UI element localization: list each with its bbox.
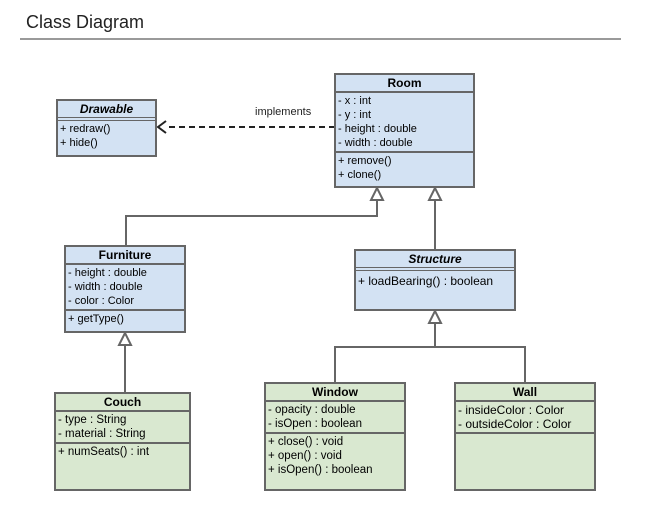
attribute: - y : int xyxy=(338,109,372,121)
attribute: - height : double xyxy=(68,267,147,279)
implements-arrowhead xyxy=(156,120,167,134)
methods-section: + redraw() + hide() xyxy=(58,121,155,151)
attributes-section: - height : double - width : double - col… xyxy=(66,265,184,309)
attributes-section: - x : int - y : int - height : double - … xyxy=(336,93,473,151)
title-divider xyxy=(20,38,621,40)
methods-section xyxy=(456,432,594,494)
class-window[interactable]: Window - opacity : double - isOpen : boo… xyxy=(264,382,406,491)
window-inherits-edge xyxy=(334,346,435,383)
attributes-section: - type : String - material : String xyxy=(56,412,189,442)
method: + redraw() xyxy=(60,123,111,135)
method: + remove() xyxy=(338,155,392,167)
class-furniture[interactable]: Furniture - height : double - width : do… xyxy=(64,245,186,333)
attribute: - width : double xyxy=(68,281,143,293)
furniture-inherits-edge xyxy=(125,200,378,246)
method: + isOpen() : boolean xyxy=(268,464,373,476)
class-name: Window xyxy=(266,384,404,402)
class-name: Room xyxy=(336,75,473,93)
class-name: Couch xyxy=(56,394,189,412)
attribute: - x : int xyxy=(338,95,372,107)
couch-inherits-arrowhead xyxy=(117,330,133,346)
class-name: Furniture xyxy=(66,247,184,265)
class-structure[interactable]: Structure + loadBearing() : boolean xyxy=(354,249,516,311)
methods-section: + numSeats() : int xyxy=(56,442,189,460)
furniture-inherits-arrowhead xyxy=(369,185,385,201)
class-room[interactable]: Room - x : int - y : int - height : doub… xyxy=(334,73,475,188)
implements-label: implements xyxy=(255,106,312,118)
attributes-section: - opacity : double - isOpen : boolean xyxy=(266,402,404,432)
attribute: - height : double xyxy=(338,123,417,135)
methods-section: + close() : void + open() : void + isOpe… xyxy=(266,432,404,478)
attributes-section: - insideColor : Color - outsideColor : C… xyxy=(456,402,594,432)
attribute: - isOpen : boolean xyxy=(268,418,362,430)
method: + loadBearing() : boolean xyxy=(358,274,494,288)
class-wall[interactable]: Wall - insideColor : Color - outsideColo… xyxy=(454,382,596,491)
method: + clone() xyxy=(338,169,382,181)
attribute: - insideColor : Color xyxy=(458,403,565,417)
structure-children-arrowhead xyxy=(427,308,443,324)
methods-section: + loadBearing() : boolean xyxy=(356,271,514,289)
wall-inherits-edge xyxy=(435,346,526,383)
methods-section: + getType() xyxy=(66,309,184,327)
class-name: Drawable xyxy=(58,101,155,121)
method: + hide() xyxy=(60,137,98,149)
method: + getType() xyxy=(68,313,124,325)
attribute: - width : double xyxy=(338,137,413,149)
class-drawable[interactable]: Drawable + redraw() + hide() xyxy=(56,99,157,157)
structure-inherits-arrowhead xyxy=(427,185,443,201)
class-couch[interactable]: Couch - type : String - material : Strin… xyxy=(54,392,191,491)
method: + close() : void xyxy=(268,436,344,448)
attribute: - opacity : double xyxy=(268,404,356,416)
method: + numSeats() : int xyxy=(58,446,150,458)
class-name: Wall xyxy=(456,384,594,402)
methods-section: + remove() + clone() xyxy=(336,151,473,183)
method: + open() : void xyxy=(268,450,342,462)
attribute: - outsideColor : Color xyxy=(458,417,572,431)
page-title: Class Diagram xyxy=(26,12,145,32)
class-name: Structure xyxy=(356,251,514,271)
attribute: - type : String xyxy=(58,414,127,426)
attribute: - color : Color xyxy=(68,295,135,307)
attribute: - material : String xyxy=(58,428,146,440)
